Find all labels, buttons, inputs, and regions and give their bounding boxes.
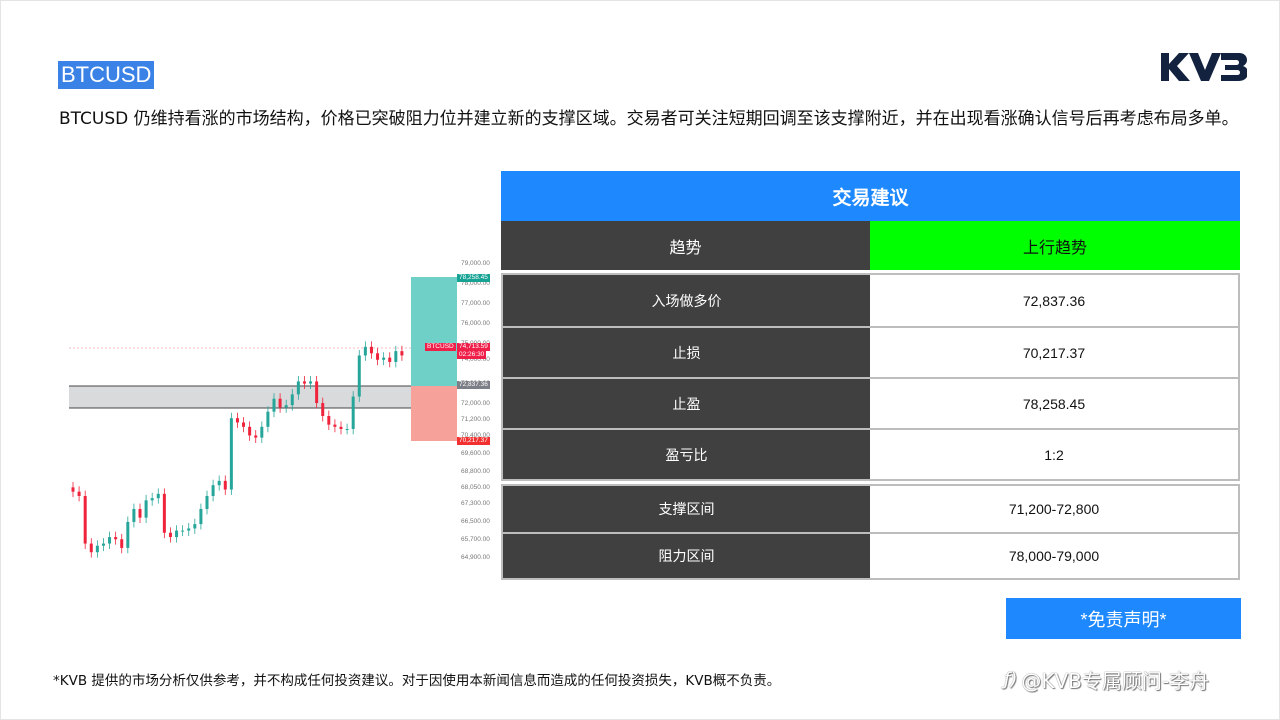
price-chart: 79,000.0078,000.0077,000.0076,000.0075,0… <box>61 256 501 576</box>
table-row: 支撑区间 71,200-72,800 <box>503 486 1238 532</box>
y-axis-tick: 70,400.00 <box>461 432 490 439</box>
row-label: 阻力区间 <box>503 534 870 578</box>
stop-loss-zone <box>411 386 457 441</box>
table-row: 止损 70,217.37 <box>503 326 1238 377</box>
trend-label: 趋势 <box>501 221 870 270</box>
row-label: 入场做多价 <box>503 275 870 326</box>
y-axis-tick: 76,000.00 <box>461 320 490 327</box>
row-label: 支撑区间 <box>503 486 870 532</box>
trade-table-title: 交易建议 <box>501 171 1240 221</box>
watermark-text: @KVB专属顾问-李舟 <box>1021 669 1210 693</box>
symbol-price-label: BTCUSD <box>425 343 456 351</box>
row-label: 盈亏比 <box>503 430 870 479</box>
row-value: 78,258.45 <box>870 379 1238 428</box>
y-axis-tick: 64,900.00 <box>461 554 490 561</box>
kvb-logo <box>1161 53 1247 81</box>
zones-group: 支撑区间 71,200-72,800 阻力区间 78,000-79,000 <box>501 484 1240 580</box>
row-value: 71,200-72,800 <box>870 486 1238 532</box>
trend-value: 上行趋势 <box>870 221 1240 270</box>
disclaimer-button[interactable]: *免责声明* <box>1006 598 1241 639</box>
y-axis-tick: 78,000.00 <box>461 280 490 287</box>
entry-price-tag: 72,837.36 <box>457 381 490 389</box>
stop-loss-price-tag: 70,217.37 <box>457 437 490 445</box>
table-row: 阻力区间 78,000-79,000 <box>503 532 1238 578</box>
y-axis-tick: 69,600.00 <box>461 450 490 457</box>
y-axis-tick: 71,200.00 <box>461 416 490 423</box>
y-axis-tick: 65,700.00 <box>461 536 490 543</box>
trade-params-group: 入场做多价 72,837.36 止损 70,217.37 止盈 78,258.4… <box>501 273 1240 481</box>
y-axis-tick: 72,000.00 <box>461 400 490 407</box>
y-axis-tick: 68,050.00 <box>461 484 490 491</box>
current-price-tag: 74,713.59 <box>457 343 490 351</box>
footnote-disclaimer: *KVB 提供的市场分析仅供参考，并不构成任何投资建议。对于因使用本新闻信息而造… <box>53 673 781 689</box>
watermark: ƒ) @KVB专属顾问-李舟 <box>1004 665 1209 694</box>
row-label: 止损 <box>503 328 870 377</box>
y-axis-tick: 67,300.00 <box>461 500 490 507</box>
y-axis-tick: 74,000.00 <box>461 356 490 363</box>
row-label: 止盈 <box>503 379 870 428</box>
row-value: 70,217.37 <box>870 328 1238 377</box>
symbol-title: BTCUSD <box>58 61 155 89</box>
table-row: 止盈 78,258.45 <box>503 377 1238 428</box>
take-profit-price-tag: 78,258.45 <box>457 274 490 282</box>
y-axis-tick: 66,500.00 <box>461 518 490 525</box>
support-zone <box>69 386 411 408</box>
y-axis-tick: 68,800.00 <box>461 468 490 475</box>
table-row: 入场做多价 72,837.36 <box>503 275 1238 326</box>
row-value: 1:2 <box>870 430 1238 479</box>
table-row: 盈亏比 1:2 <box>503 428 1238 479</box>
candlestick-chart <box>69 277 457 558</box>
y-axis-tick: 79,000.00 <box>461 260 490 267</box>
countdown-tag: 02:26:30 <box>457 351 487 359</box>
weibo-icon: ƒ) <box>1004 669 1018 690</box>
y-axis-tick: 77,000.00 <box>461 300 490 307</box>
take-profit-zone <box>411 277 457 386</box>
row-value: 78,000-79,000 <box>870 534 1238 578</box>
trade-suggestion-table: 交易建议 趋势 上行趋势 入场做多价 72,837.36 止损 70,217.3… <box>501 171 1240 580</box>
intro-paragraph: BTCUSD 仍维持看涨的市场结构，价格已突破阻力位并建立新的支撑区域。交易者可… <box>59 109 1239 129</box>
trend-row: 趋势 上行趋势 <box>501 221 1240 270</box>
row-value: 72,837.36 <box>870 275 1238 326</box>
